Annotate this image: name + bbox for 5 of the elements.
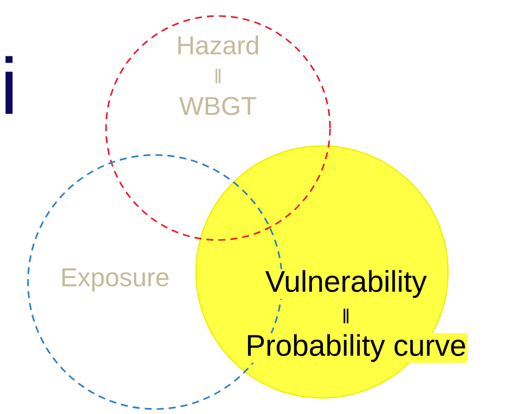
title-fragment: i [6, 56, 13, 114]
circle-label: Hazard ‖ WBGT [178, 36, 258, 116]
hazard-circle [105, 15, 331, 241]
circle-label: Exposure [62, 268, 169, 292]
circle-label: Vulnerability ‖ Probability curve [244, 269, 468, 363]
